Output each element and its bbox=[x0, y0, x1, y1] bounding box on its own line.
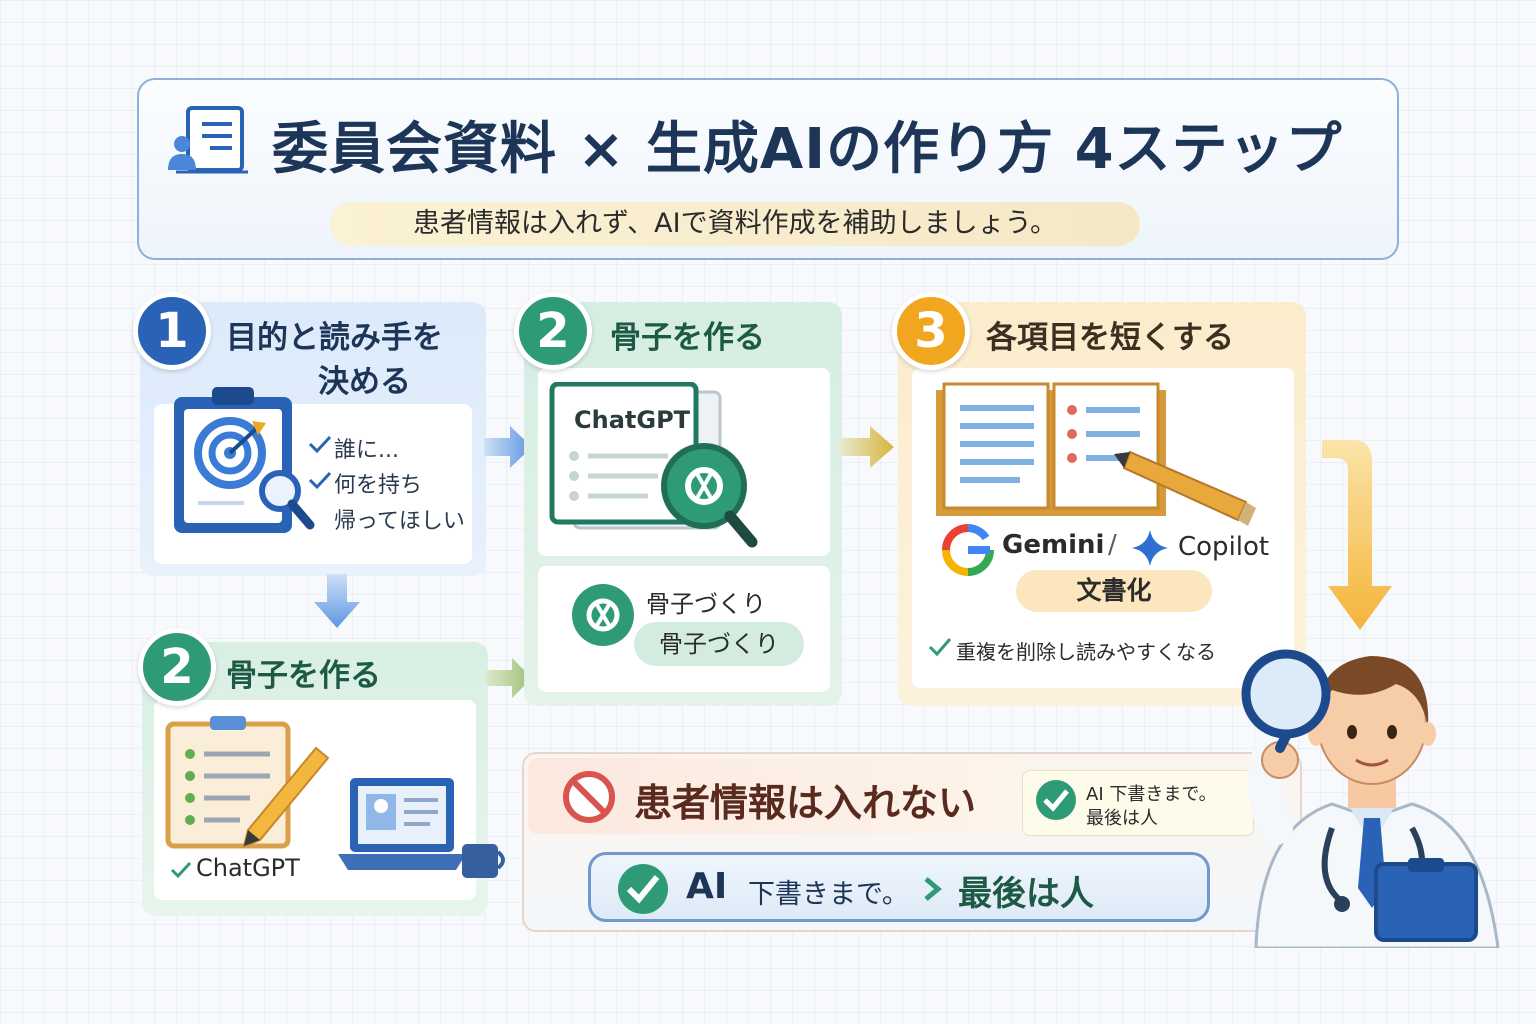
document-person-icon bbox=[168, 106, 248, 174]
doctor-illustration bbox=[1241, 649, 1500, 948]
warning-side-line1: AI 下書きまで。 bbox=[1086, 784, 1217, 805]
step2-main-item-label: 骨子づくり bbox=[646, 590, 766, 618]
arrow-right-icon bbox=[840, 426, 894, 468]
document-search-illustration bbox=[549, 382, 758, 548]
chatgpt-icon bbox=[572, 584, 634, 646]
page-subtitle: 患者情報は入れず、AIで資料作成を補助しましょう。 bbox=[330, 202, 1140, 246]
check-icon bbox=[928, 638, 952, 657]
check-circle-icon bbox=[618, 864, 668, 914]
step1-check-3: 帰ってほしい bbox=[334, 509, 465, 534]
step3-note: 重複を削除し読みやすくなる bbox=[956, 640, 1216, 664]
step1-check-2: 何を持ち bbox=[334, 473, 423, 498]
warning-side-line2: 最後は人 bbox=[1086, 808, 1158, 829]
warning-title: 患者情報は入れない bbox=[634, 781, 977, 825]
step3-tool2: Copilot bbox=[1178, 532, 1270, 562]
step2-left-title: 骨子を作る bbox=[226, 658, 381, 694]
step2-main-badge: 2 bbox=[514, 292, 592, 370]
step1-check-1: 誰に... bbox=[334, 438, 399, 463]
check-circle-icon bbox=[1036, 780, 1076, 820]
arrow-down-icon bbox=[314, 574, 360, 628]
step1-title-line1: 目的と読み手を bbox=[226, 320, 443, 356]
step2-left-badge: 2 bbox=[138, 628, 216, 706]
page-title: 委員会資料 × 生成AIの作り方 4ステップ bbox=[272, 117, 1343, 182]
clipboard-target-icon bbox=[174, 387, 315, 533]
arrow-right-icon bbox=[484, 426, 532, 468]
check-icon bbox=[308, 435, 332, 454]
final-check-banner bbox=[588, 852, 1210, 922]
final-draft-label: 下書きまで。 bbox=[748, 879, 909, 910]
final-ai-label: AI bbox=[686, 866, 728, 907]
check-icon bbox=[308, 471, 332, 490]
step3-title: 各項目を短くする bbox=[986, 320, 1234, 356]
document-laptop-illustration bbox=[165, 716, 505, 878]
step3-badge: 3 bbox=[892, 292, 970, 370]
check-icon bbox=[170, 861, 192, 879]
step2-main-pill: 骨子づくり bbox=[634, 622, 804, 666]
chevron-right-icon bbox=[924, 877, 942, 901]
step2-main-title: 骨子を作る bbox=[610, 320, 765, 356]
step2-main-doc-label: ChatGPT bbox=[574, 406, 691, 434]
arrow-right-icon bbox=[486, 658, 532, 698]
step2-left-tool-label: ChatGPT bbox=[196, 854, 300, 882]
step1-title-line2: 決める bbox=[318, 364, 411, 400]
step3-tool1: Gemini bbox=[1002, 530, 1105, 560]
arrow-curve-down-icon bbox=[1322, 440, 1392, 630]
step3-pill: 文書化 bbox=[1016, 570, 1212, 612]
open-book-pen-illustration bbox=[936, 382, 1256, 526]
step3-separator: / bbox=[1108, 530, 1117, 560]
copilot-sparkle-icon bbox=[1132, 530, 1168, 566]
final-human-label: 最後は人 bbox=[958, 874, 1094, 914]
step1-badge: 1 bbox=[133, 292, 211, 370]
prohibited-icon bbox=[563, 771, 615, 823]
gemini-google-icon bbox=[942, 524, 994, 576]
